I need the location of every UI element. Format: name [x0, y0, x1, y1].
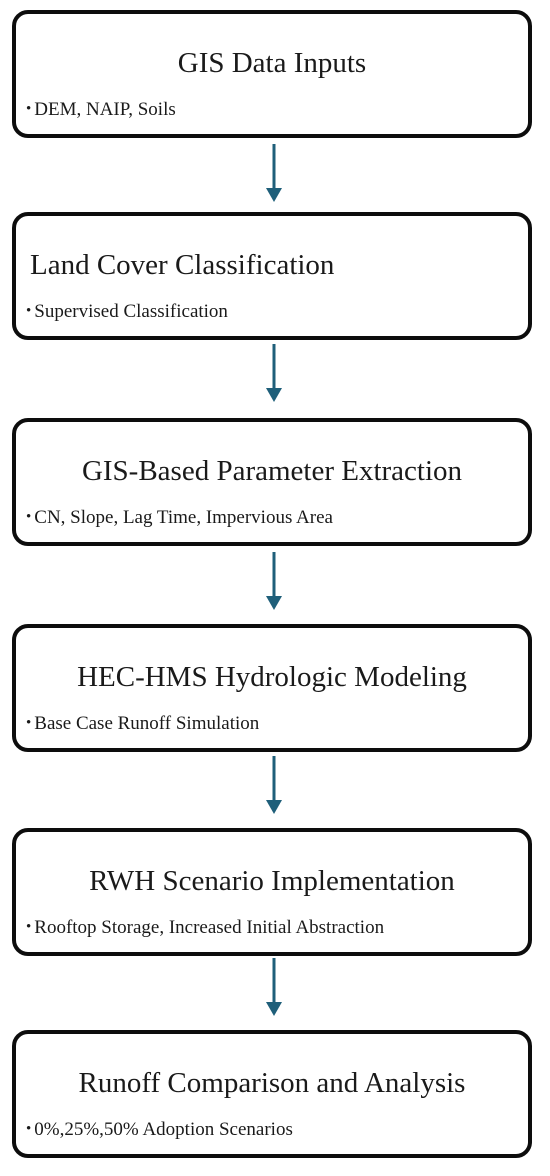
- step-detail-text: CN, Slope, Lag Time, Impervious Area: [34, 507, 333, 528]
- bullet-icon: •: [26, 1121, 32, 1137]
- step-box-rwh-scenario: RWH Scenario Implementation •Rooftop Sto…: [12, 828, 532, 956]
- step-title: RWH Scenario Implementation: [89, 865, 455, 897]
- step-detail: •Base Case Runoff Simulation: [26, 712, 259, 735]
- step-detail-text: Supervised Classification: [34, 301, 228, 322]
- step-detail-text: DEM, NAIP, Soils: [34, 99, 176, 120]
- step-detail: •0%,25%,50% Adoption Scenarios: [26, 1118, 293, 1141]
- bullet-icon: •: [26, 101, 32, 117]
- step-title: HEC-HMS Hydrologic Modeling: [77, 661, 467, 693]
- step-box-parameter-extraction: GIS-Based Parameter Extraction •CN, Slop…: [12, 418, 532, 546]
- step-box-runoff-comparison: Runoff Comparison and Analysis •0%,25%,5…: [12, 1030, 532, 1158]
- step-detail: •Rooftop Storage, Increased Initial Abst…: [26, 916, 384, 939]
- bullet-icon: •: [26, 509, 32, 525]
- down-arrow-icon: [266, 552, 282, 610]
- step-title: GIS-Based Parameter Extraction: [81, 455, 463, 487]
- step-title: Runoff Comparison and Analysis: [78, 1067, 466, 1099]
- bullet-icon: •: [26, 303, 32, 319]
- bullet-icon: •: [26, 715, 32, 731]
- step-detail: •DEM, NAIP, Soils: [26, 98, 176, 121]
- step-title: GIS Data Inputs: [177, 47, 367, 79]
- step-detail-text: Rooftop Storage, Increased Initial Abstr…: [34, 917, 385, 938]
- step-box-gis-data-inputs: GIS Data Inputs •DEM, NAIP, Soils: [12, 10, 532, 138]
- bullet-icon: •: [26, 919, 32, 935]
- down-arrow-icon: [266, 958, 282, 1016]
- step-title: Land Cover Classification: [30, 249, 335, 281]
- step-detail-text: Base Case Runoff Simulation: [34, 713, 260, 734]
- down-arrow-icon: [266, 344, 282, 402]
- step-box-hec-hms-modeling: HEC-HMS Hydrologic Modeling •Base Case R…: [12, 624, 532, 752]
- step-box-land-cover-classification: Land Cover Classification •Supervised Cl…: [12, 212, 532, 340]
- step-detail-text: 0%,25%,50% Adoption Scenarios: [34, 1119, 293, 1140]
- step-detail: •CN, Slope, Lag Time, Impervious Area: [26, 506, 333, 529]
- down-arrow-icon: [266, 756, 282, 814]
- down-arrow-icon: [266, 144, 282, 202]
- step-detail: •Supervised Classification: [26, 300, 228, 323]
